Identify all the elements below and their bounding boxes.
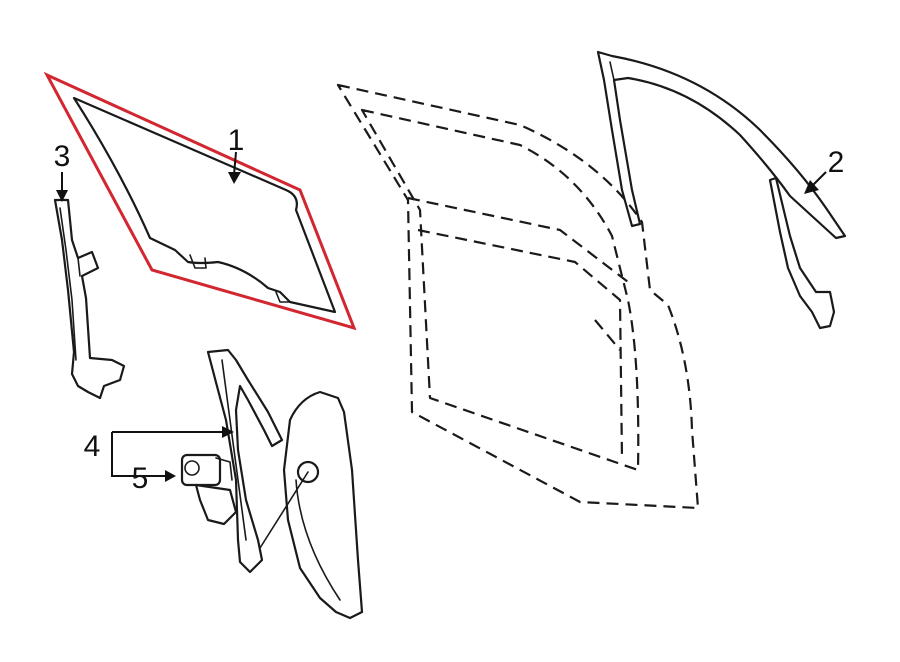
callout-5: 5 — [132, 462, 149, 495]
callout-4: 4 — [84, 430, 101, 463]
arrowhead-1 — [228, 172, 241, 184]
leader-2 — [811, 171, 827, 187]
window-regulator[interactable] — [206, 348, 364, 620]
window-glass[interactable] — [72, 96, 337, 314]
callout-1: 1 — [228, 124, 245, 157]
arrowhead-2 — [804, 180, 819, 194]
glass-highlight-outline — [43, 71, 357, 331]
callout-3: 3 — [54, 140, 71, 173]
rear-glass-run-channel[interactable] — [53, 198, 126, 400]
glass-run-weatherstrip[interactable] — [596, 50, 847, 330]
leader-1 — [233, 151, 237, 176]
arrowhead-4 — [222, 426, 234, 438]
arrowhead-5 — [165, 470, 176, 482]
door-shell-outline — [336, 83, 700, 510]
leader-4 — [111, 431, 225, 477]
window-regulator-motor[interactable] — [180, 453, 238, 526]
arrowhead-3 — [56, 190, 68, 202]
callout-2: 2 — [828, 146, 845, 179]
